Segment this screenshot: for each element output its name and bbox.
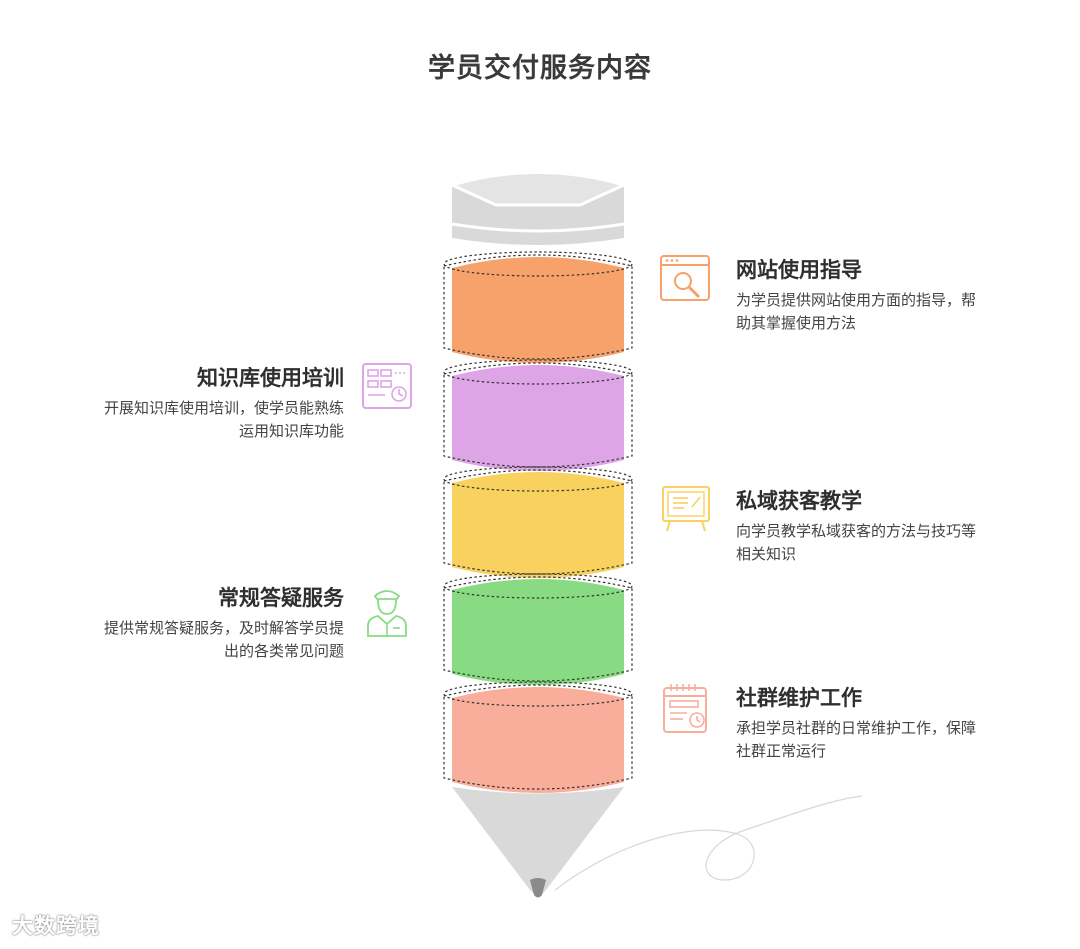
pencil-segment (443, 466, 633, 578)
desc-line: 提供常规答疑服务，及时解答学员提 (103, 619, 344, 637)
dashboard-icon (361, 362, 413, 414)
calendar-clock-icon (661, 682, 711, 738)
desc-line: 向学员教学私域获客的方法与技巧等 (736, 522, 977, 540)
item-desc: 承担学员社群的日常维护工作，保障 社群正常运行 (736, 717, 1076, 763)
web-search-icon (659, 254, 713, 308)
page-title: 学员交付服务内容 (428, 53, 652, 84)
service-staff-icon (364, 584, 410, 642)
item-knowledge-training: 知识库使用培训 开展知识库使用培训，使学员能熟练 运用知识库功能 (16, 364, 344, 443)
pencil-segment (443, 251, 633, 363)
item-desc: 为学员提供网站使用方面的指导，帮 助其掌握使用方法 (736, 289, 1076, 335)
blackboard-icon (660, 485, 714, 537)
item-private-traffic: 私域获客教学 向学员教学私域获客的方法与技巧等 相关知识 (736, 487, 1076, 566)
desc-line: 社群正常运行 (736, 742, 827, 760)
desc-line: 为学员提供网站使用方面的指导，帮 (736, 291, 977, 309)
item-desc: 向学员教学私域获客的方法与技巧等 相关知识 (736, 520, 1076, 566)
desc-line: 开展知识库使用培训，使学员能熟练 (103, 399, 344, 417)
desc-line: 承担学员社群的日常维护工作，保障 (736, 719, 977, 737)
desc-line: 出的各类常见问题 (223, 642, 344, 660)
pencil-tip (452, 787, 624, 898)
desc-line: 运用知识库功能 (238, 422, 344, 440)
pencil-segment (443, 359, 633, 471)
decorative-curve (554, 795, 863, 891)
item-heading: 知识库使用培训 (197, 366, 344, 390)
pencil-segment (443, 573, 633, 685)
item-heading: 常规答疑服务 (218, 586, 344, 610)
desc-line: 相关知识 (736, 545, 797, 563)
item-qa-service: 常规答疑服务 提供常规答疑服务，及时解答学员提 出的各类常见问题 (16, 584, 344, 663)
desc-line: 助其掌握使用方法 (736, 314, 857, 332)
item-desc: 提供常规答疑服务，及时解答学员提 出的各类常见问题 (16, 617, 344, 663)
item-heading: 私域获客教学 (736, 489, 862, 513)
item-community-maintenance: 社群维护工作 承担学员社群的日常维护工作，保障 社群正常运行 (736, 684, 1076, 763)
item-heading: 社群维护工作 (736, 686, 862, 710)
item-heading: 网站使用指导 (736, 258, 862, 282)
pencil-cap (447, 171, 629, 245)
watermark-logo: 大数跨境 (12, 914, 100, 938)
item-website-guide: 网站使用指导 为学员提供网站使用方面的指导，帮 助其掌握使用方法 (736, 256, 1076, 335)
pencil-segment (443, 681, 633, 793)
item-desc: 开展知识库使用培训，使学员能熟练 运用知识库功能 (16, 397, 344, 443)
